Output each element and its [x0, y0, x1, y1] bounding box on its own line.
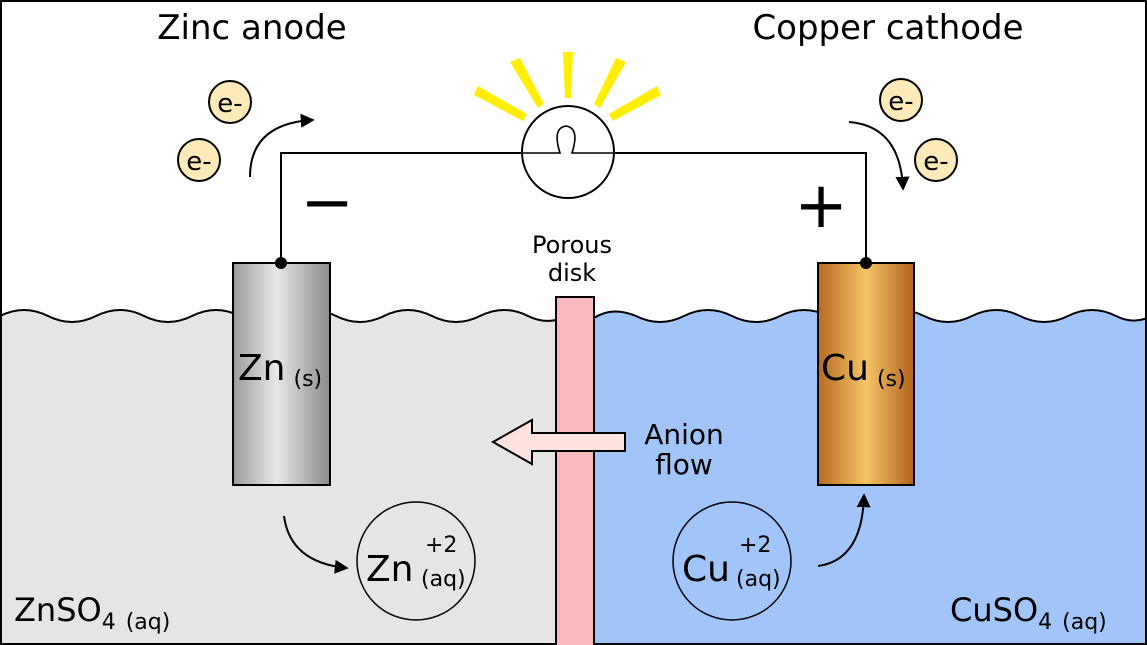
- zinc-ion-symbol: Zn: [366, 549, 413, 590]
- anion-flow-label-line2: flow: [655, 448, 713, 481]
- zinc-ion-circle: [356, 501, 476, 621]
- external-wire: [280, 152, 522, 263]
- copper-ion-charge: +2: [739, 533, 771, 558]
- svg-text:e-: e-: [923, 147, 948, 177]
- plus-sign: +: [794, 169, 848, 243]
- anion-flow-arrow: [490, 418, 626, 466]
- znso4-label: ZnSO4(aq): [14, 591, 170, 635]
- electron-icon: e-: [208, 80, 252, 124]
- copper-electrode: [817, 262, 915, 486]
- porous-disk: [555, 296, 595, 645]
- electron-icon: e-: [177, 138, 221, 182]
- svg-text:e-: e-: [888, 87, 913, 117]
- copper-terminal: [860, 257, 872, 269]
- copper-electrode-label: Cu(s): [821, 348, 906, 392]
- electron-icon: e-: [914, 138, 958, 182]
- porous-disk-label-line1: Porous: [532, 231, 612, 259]
- copper-ion-symbol: Cu: [682, 549, 730, 590]
- minus-sign: −: [300, 166, 354, 240]
- copper-ion-arrow: [817, 493, 871, 567]
- copper-cathode-title: Copper cathode: [752, 8, 1023, 48]
- cuso4-label: CuSO4(aq): [950, 591, 1107, 635]
- zinc-electrode-label: Zn(s): [238, 348, 322, 392]
- zinc-ion-state: (aq): [421, 567, 466, 592]
- svg-text:e-: e-: [217, 89, 242, 119]
- light-bulb-icon: [474, 52, 661, 199]
- anion-flow-label-line1: Anion: [644, 418, 724, 451]
- svg-text:e-: e-: [186, 147, 211, 177]
- copper-ion-circle: [672, 501, 792, 621]
- porous-disk-label-line2: disk: [548, 259, 596, 287]
- electron-flow-arrow-left: [249, 113, 315, 178]
- copper-ion-state: (aq): [736, 567, 781, 592]
- zinc-terminal: [275, 257, 287, 269]
- external-wire-right: [614, 152, 867, 263]
- electron-icon: e-: [879, 78, 923, 122]
- electron-flow-arrow-right: [848, 121, 910, 191]
- zinc-ion-arrow: [283, 515, 349, 574]
- zinc-ion-charge: +2: [425, 533, 457, 558]
- zinc-anode-title: Zinc anode: [157, 8, 346, 48]
